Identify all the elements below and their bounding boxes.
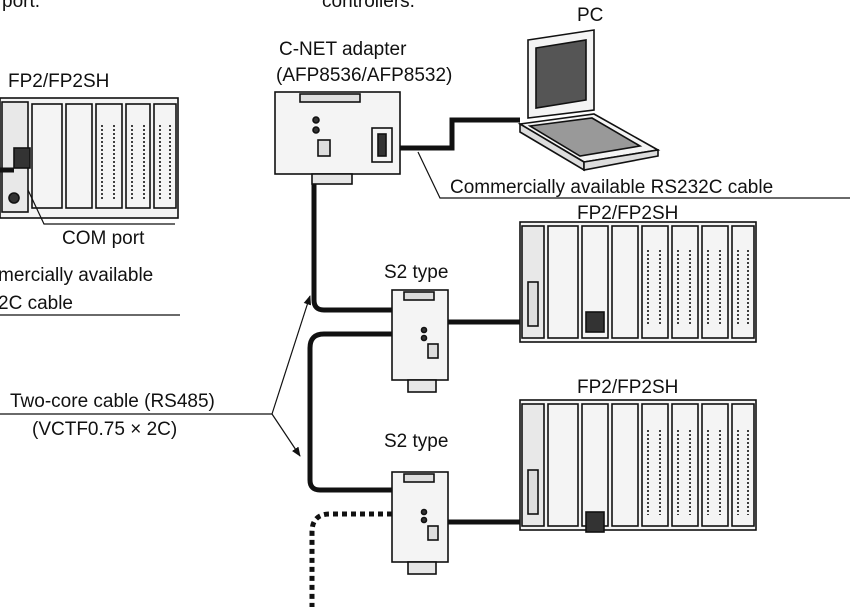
plc-upper-label: FP2/FP2SH (577, 203, 679, 224)
plc-lower-device (519, 399, 757, 533)
com-port-label: COM port (62, 228, 145, 249)
cnet-adapter-label: C-NET adapter (279, 39, 407, 60)
two-core-arrow-up (271, 295, 312, 415)
top-mid-fragment: controllers. (322, 0, 415, 12)
rs485-trunk-1 (311, 184, 392, 313)
s2-upper-label: S2 type (384, 262, 449, 283)
plc-lower-label: FP2/FP2SH (577, 377, 679, 398)
top-left-fragment: port. (2, 0, 41, 12)
plc-left-device (0, 97, 179, 219)
pc-laptop (517, 29, 661, 172)
rs485-continuation-dashed (309, 511, 392, 607)
plc-left-label: FP2/FP2SH (8, 71, 110, 92)
cnet-models-label: (AFP8536/AFP8532) (276, 65, 453, 86)
left-cable-line2: 2C cable (0, 293, 73, 314)
cable-spec-label: (VCTF0.75 × 2C) (32, 419, 178, 440)
cnet-adapter-device (274, 91, 401, 185)
plc-upper-device (519, 221, 757, 343)
pc-label: PC (577, 5, 604, 26)
com-port-leader (27, 189, 175, 225)
rs232c-leader (417, 151, 850, 199)
rs232c-cable-label: Commercially available RS232C cable (450, 177, 774, 198)
s2-adapter-upper (391, 289, 449, 393)
s2-adapter-lower (391, 471, 449, 575)
left-cable-line1: mercially available (0, 265, 154, 286)
s2-lower-label: S2 type (384, 431, 449, 452)
two-core-arrow-down (271, 413, 301, 457)
two-core-cable-label: Two-core cable (RS485) (10, 391, 215, 412)
cnet-to-pc-rs232c (400, 117, 520, 151)
rs485-trunk-2 (307, 331, 392, 493)
